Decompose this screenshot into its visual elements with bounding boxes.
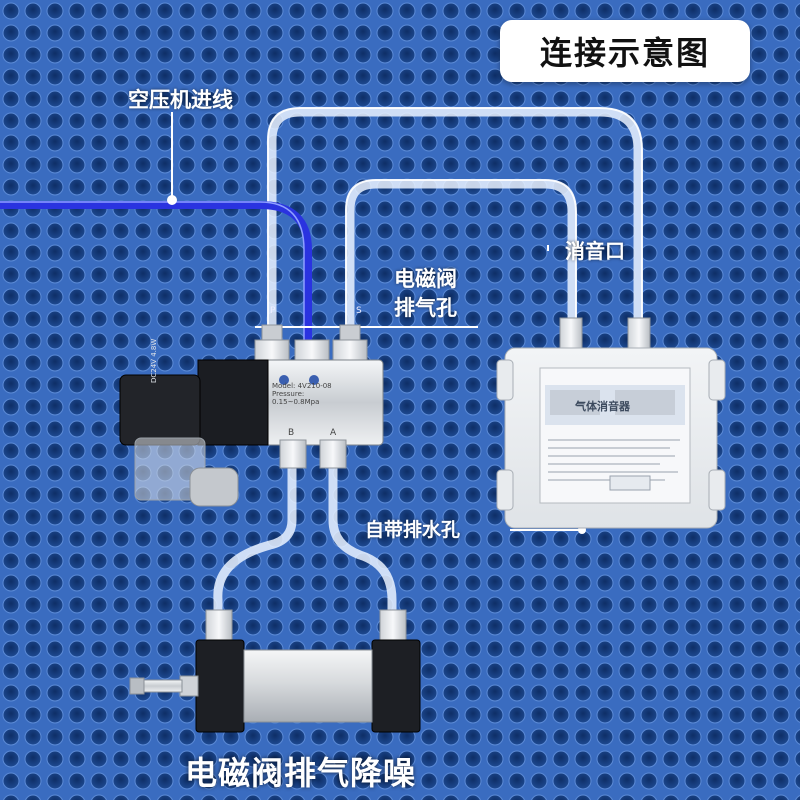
label-compressor-inlet: 空压机进线: [128, 88, 233, 112]
port-p-letter: P: [270, 306, 276, 316]
label-valve-exhaust-2: 排气孔: [394, 296, 457, 320]
inlet-marker-dot: [167, 195, 177, 205]
bottom-caption: 电磁阀排气降噪: [185, 754, 417, 792]
valve-model: Model: 4V210-08: [272, 382, 332, 390]
solenoid-valve: [119, 324, 384, 507]
port-s-letter: S: [356, 306, 362, 316]
compressor-air-line: [0, 201, 312, 345]
label-valve-exhaust-1: 电磁阀: [394, 267, 457, 291]
valve-model-plate: Model: 4V210-08 Pressure: 0.15~0.8Mpa: [272, 382, 332, 406]
label-muffler-port: 消音口: [565, 239, 625, 263]
valve-pressure-range: 0.15~0.8Mpa: [272, 398, 320, 406]
silencer-box: [496, 317, 726, 529]
port-a-letter: A: [330, 428, 337, 438]
air-cylinder: [129, 609, 421, 733]
air-tubes: [213, 107, 643, 625]
diagram-title: 连接示意图: [539, 34, 710, 72]
compressor-air-line-highlight: [0, 201, 305, 345]
label-drain-hole: 自带排水孔: [365, 519, 461, 541]
title-card: 连接示意图: [500, 20, 750, 82]
leader-lines: [171, 112, 582, 531]
coil-label: DC24V 4.8W: [150, 338, 158, 383]
valve-pressure-label: Pressure:: [272, 390, 305, 398]
port-b-letter: B: [288, 428, 295, 438]
silencer-panel-title: 气体消音器: [575, 400, 630, 413]
tube-highlights: [267, 107, 643, 340]
